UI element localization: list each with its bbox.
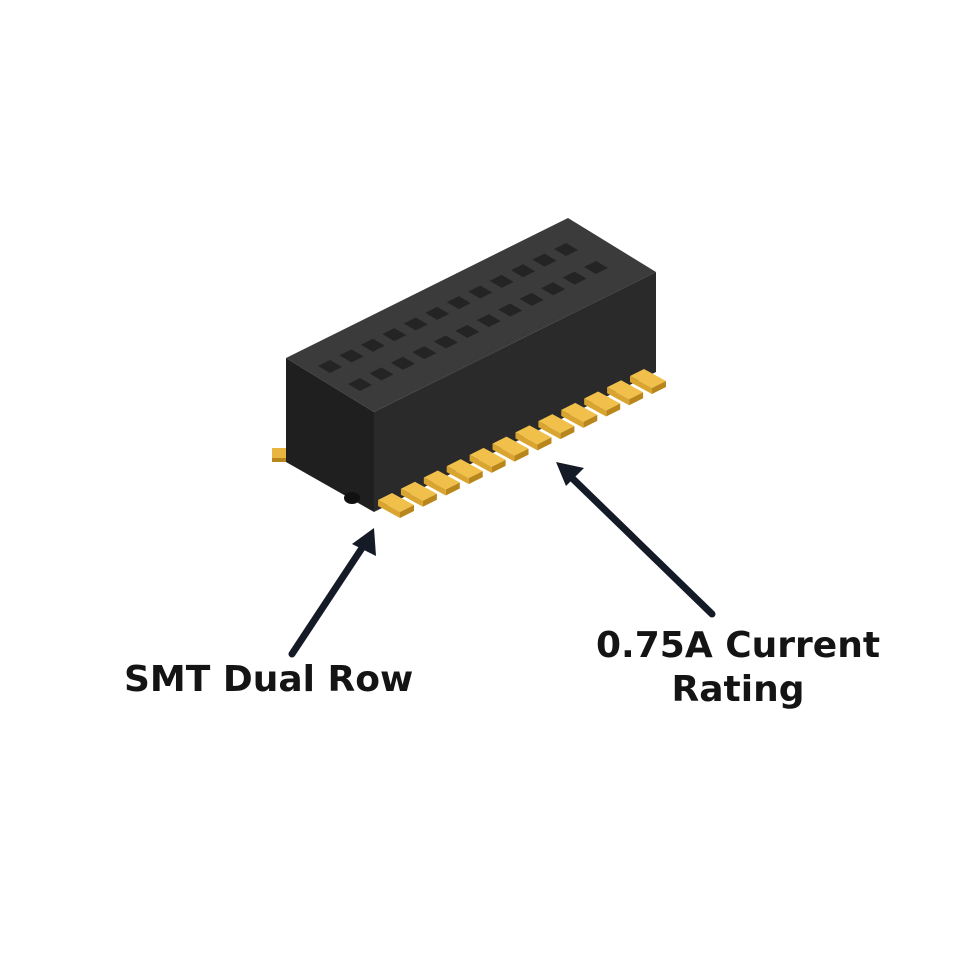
socket-hole bbox=[532, 253, 557, 267]
socket-hole bbox=[339, 349, 364, 363]
socket-hole bbox=[390, 356, 415, 370]
gold-pin bbox=[378, 493, 414, 518]
socket-hole bbox=[519, 292, 544, 306]
socket-hole bbox=[554, 243, 578, 256]
front-pin-row bbox=[378, 369, 666, 518]
gold-pin bbox=[607, 380, 644, 406]
current-rating-label: 0.75A Current Rating bbox=[596, 624, 880, 712]
socket-hole bbox=[433, 335, 458, 349]
socket-hole bbox=[412, 346, 437, 360]
smt-dual-row-label: SMT Dual Row bbox=[124, 659, 414, 700]
socket-hole bbox=[382, 328, 407, 342]
gold-pin bbox=[630, 369, 666, 394]
socket-hole bbox=[403, 317, 428, 331]
socket-hole bbox=[318, 360, 342, 373]
socket-hole bbox=[468, 285, 493, 299]
socket-hole bbox=[446, 296, 471, 310]
socket-holes bbox=[318, 243, 608, 391]
gold-pin bbox=[469, 447, 506, 473]
gold-pin bbox=[423, 470, 460, 496]
gold-pin bbox=[400, 481, 437, 507]
socket-hole bbox=[360, 338, 385, 352]
gold-pin bbox=[492, 436, 529, 462]
gold-pin bbox=[561, 402, 598, 428]
gold-pin bbox=[538, 414, 575, 440]
socket-hole bbox=[584, 261, 608, 274]
current-rating-line-1: 0.75A Current bbox=[596, 625, 881, 666]
current-rating-line-2: Rating bbox=[671, 669, 805, 710]
socket-hole bbox=[498, 303, 523, 317]
socket-hole bbox=[455, 324, 480, 338]
socket-hole bbox=[425, 306, 450, 320]
socket-hole bbox=[562, 271, 587, 285]
gold-pin bbox=[584, 391, 621, 417]
socket-hole bbox=[489, 274, 514, 288]
socket-hole bbox=[348, 378, 372, 391]
socket-hole bbox=[369, 367, 394, 381]
socket-hole bbox=[511, 264, 536, 278]
arrow-left bbox=[288, 528, 376, 658]
connector-housing bbox=[286, 218, 656, 512]
socket-hole bbox=[476, 314, 501, 328]
gold-pin bbox=[515, 425, 552, 451]
gold-pin bbox=[446, 459, 483, 485]
socket-hole bbox=[541, 282, 566, 296]
arrow-right bbox=[556, 462, 716, 618]
